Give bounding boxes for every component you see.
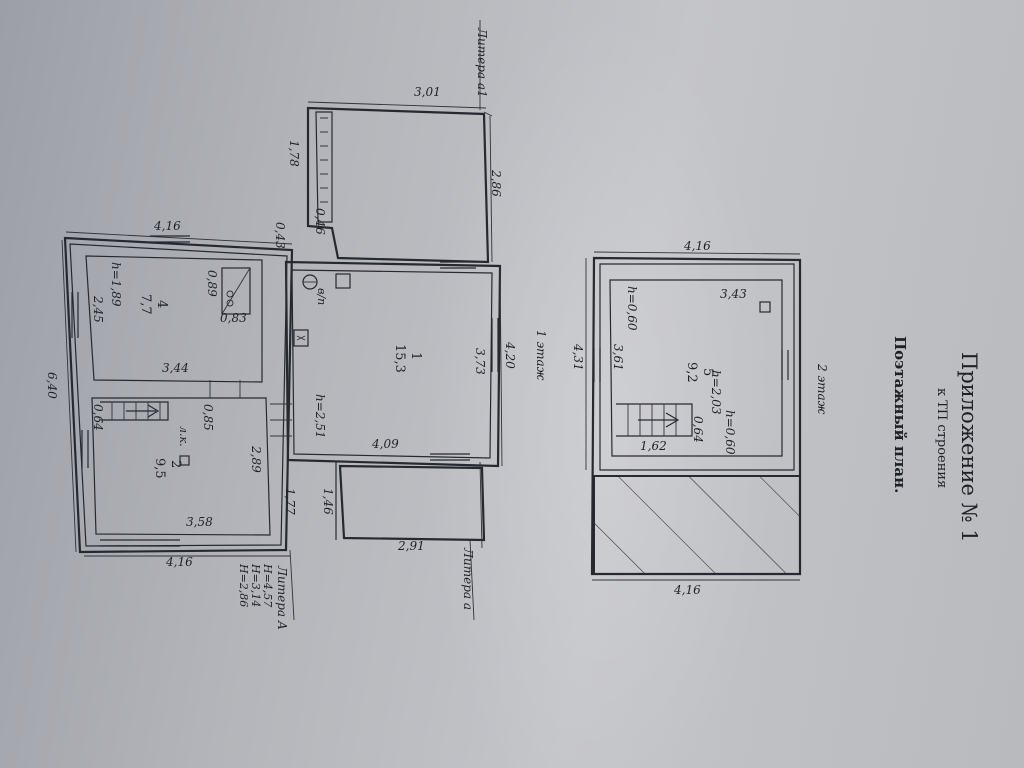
second-floor-height-a: h=0,60	[625, 286, 639, 331]
dim-3-44: 3,44	[162, 361, 189, 375]
room-1-area: 15,3	[392, 344, 407, 373]
window-top-room-4	[150, 235, 190, 243]
door-to-room-1	[270, 403, 292, 437]
litera-a1-porch	[315, 111, 333, 223]
room-2-number: 2	[168, 460, 183, 468]
stairs-label: л.к.	[177, 426, 190, 447]
labels: Приложение № 1 к ТП строения Поэтажный п…	[45, 27, 981, 630]
second-floor-inner-line	[599, 263, 795, 471]
dim-4-20: 4,20	[503, 341, 517, 369]
second-floor-stairs-icon	[616, 403, 693, 437]
litera-a1-walls	[306, 106, 490, 264]
dim-4-31: 4,31	[571, 343, 585, 371]
dim-3-58: 3,58	[186, 515, 213, 529]
dim-1-77: 1,77	[283, 488, 297, 515]
window-bottom-room-1	[430, 453, 470, 461]
water-closet-icon	[302, 274, 318, 290]
room-1-inner-line	[291, 269, 493, 459]
room-4-walls	[85, 255, 263, 383]
dim-0-43: 0,43	[273, 222, 287, 249]
dim-1-46: 1,46	[321, 488, 335, 515]
appendix-subtitle: к ТП строения	[934, 388, 949, 488]
litera-a1-porch-hatching	[320, 117, 328, 203]
second-floor-height-b: h=0,60	[723, 410, 737, 455]
dim-0-64-second: 0,64	[691, 416, 705, 443]
window-left-room-2	[81, 430, 89, 468]
litera-A-height-1: H=4,57	[261, 563, 274, 607]
room-1-number: 1	[408, 352, 423, 360]
dimension-lines	[61, 20, 503, 621]
room-1-walls	[284, 260, 502, 468]
stove-icon	[221, 267, 251, 315]
dim-1-62: 1,62	[640, 439, 667, 453]
litera-A-inner-wall-line	[69, 243, 288, 547]
window-second-right	[781, 350, 789, 380]
room-4-number: 4	[154, 300, 169, 308]
dim-0-89: 0,89	[205, 270, 219, 297]
dim-2-86: 2,86	[489, 169, 503, 197]
window-top-room-1	[440, 261, 476, 269]
window-second-left	[593, 348, 601, 382]
room-5-number: 5	[700, 368, 715, 376]
dim-0-85: 0,85	[201, 404, 215, 431]
first-floor-label: 1 этаж	[534, 330, 548, 381]
litera-A-height-2: H=3,14	[249, 563, 262, 607]
second-dim-top	[593, 251, 801, 255]
water-closet-label: в/п	[315, 288, 328, 305]
room-2-area: 9,5	[152, 458, 167, 479]
dim-0-46: 0,46	[313, 208, 327, 235]
chimney-square-second-icon	[759, 301, 771, 313]
partition-door-marks	[209, 380, 241, 398]
stairs-icon	[100, 401, 169, 421]
windows	[71, 235, 499, 547]
dim-6-40: 6,40	[45, 372, 59, 399]
dim-0-64-first: 0,64	[91, 404, 105, 431]
room-2-walls	[91, 397, 271, 536]
dim-3-43: 3,43	[720, 287, 747, 301]
dim-4-16-bottom: 4,16	[165, 555, 193, 569]
dim-3-61: 3,61	[611, 344, 625, 371]
dim-2-89: 2,89	[249, 445, 263, 473]
dim-0-83: 0,83	[220, 311, 247, 325]
chimney-square-icon	[179, 455, 190, 466]
first-floor-plan	[61, 20, 503, 621]
room-5-area: 9,2	[684, 362, 699, 383]
second-floor-hatched-area	[593, 475, 801, 575]
dim-2-45: 2,45	[91, 295, 105, 323]
second-floor-label: 2 этаж	[815, 363, 829, 415]
heater-icon	[293, 329, 309, 347]
litera-A-outer-walls	[63, 236, 294, 554]
dim-2-91: 2,91	[397, 539, 425, 553]
dim-1-78: 1,78	[287, 140, 301, 167]
sink-icon	[335, 273, 351, 289]
litera-a-walls	[338, 464, 486, 542]
appendix-title: Приложение № 1	[957, 352, 981, 543]
room-4-height: h=1,89	[109, 262, 123, 307]
window-bottom-room-2	[100, 539, 180, 547]
litera-a1-label: Литера а1	[475, 27, 489, 98]
dim-4-16-second-bottom: 4,16	[673, 583, 701, 597]
dim-3-73: 3,73	[473, 348, 487, 375]
second-floor-plan	[585, 251, 802, 581]
litera-A-height-3: H=2,86	[237, 563, 250, 607]
dim-4-16-second-top: 4,16	[683, 239, 711, 253]
room-4-area: 7,7	[138, 294, 153, 315]
room-5-height: h=2,03	[709, 370, 723, 415]
window-left-room-4	[71, 292, 79, 338]
window-right-room-1	[491, 318, 499, 372]
dim-4-16-top: 4,16	[153, 219, 181, 233]
room-1-height: h=2,51	[313, 394, 327, 439]
litera-A-label: Литера А	[275, 565, 289, 630]
litera-a-label: Литера а	[461, 547, 475, 610]
dim-3-01: 3,01	[414, 85, 441, 99]
dim-4-09: 4,09	[371, 437, 399, 451]
room-5-walls	[609, 279, 783, 457]
page-title: Поэтажный план.	[891, 336, 909, 493]
